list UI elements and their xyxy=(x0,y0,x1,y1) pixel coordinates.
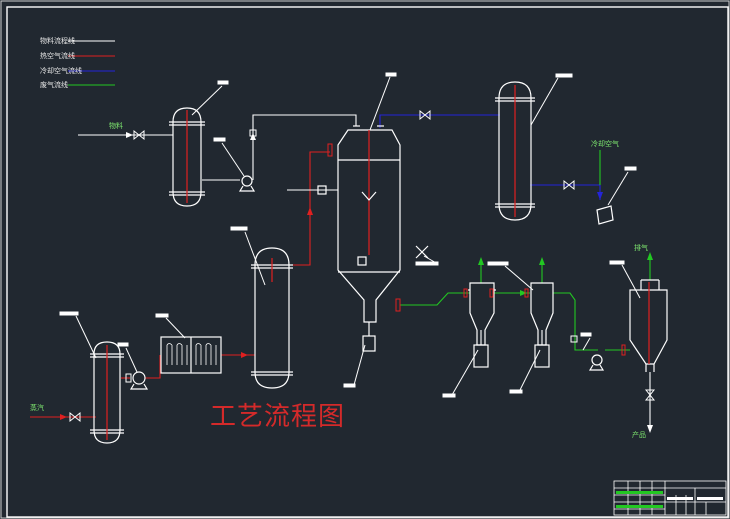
leader-dryer-bottom xyxy=(353,344,366,386)
leader-cooling-column xyxy=(530,77,559,126)
tag-feed-pump xyxy=(213,137,226,142)
cooling-filter-unit xyxy=(596,205,614,225)
steam-arrow xyxy=(60,414,67,420)
tag-cooling-filter xyxy=(624,166,637,171)
tag-dryer xyxy=(385,72,397,77)
filter-air-arrow xyxy=(597,192,603,200)
tag-fan xyxy=(580,332,592,337)
tag-atomizer xyxy=(415,261,439,266)
leader-cyclone2 xyxy=(504,265,534,291)
tag-dryer-bottom xyxy=(343,383,356,388)
inner-border xyxy=(6,6,729,518)
feed-label: 物料 xyxy=(109,122,123,130)
tag-cyclone2 xyxy=(487,261,509,266)
cyclone2-exhaust-arrow xyxy=(539,257,545,265)
cooling-air-pipe-1 xyxy=(379,114,500,128)
legend-label-cooling-air: 冷却空气流线 xyxy=(40,67,82,75)
tag-blower xyxy=(117,342,129,347)
tag-collector xyxy=(609,260,625,265)
cooling-outlet-valve xyxy=(563,179,575,191)
leader-feed-pump xyxy=(221,142,245,177)
tag-air-filter xyxy=(155,313,169,318)
fan-fitting xyxy=(570,335,578,343)
hot-air-up-arrow xyxy=(307,207,313,215)
tag-air-heater xyxy=(230,226,248,231)
leader-preheater xyxy=(191,85,223,116)
spray-dryer xyxy=(317,125,401,352)
cooling-column xyxy=(495,81,535,221)
leader-collector xyxy=(621,264,641,299)
legend xyxy=(68,40,115,86)
hot-air-pipe-4 xyxy=(275,151,330,266)
cyclone2-to-scrubber xyxy=(553,292,598,351)
feed-pump-riser xyxy=(252,114,357,180)
tag-steam-heater xyxy=(59,311,79,316)
feed-preheater xyxy=(169,107,205,207)
exhaust-flow-arrow xyxy=(520,290,527,296)
air-heater xyxy=(251,247,293,389)
atomizer-mark xyxy=(415,245,429,259)
cooling-air-pipe-2 xyxy=(530,184,601,200)
steam-label: 蒸汽 xyxy=(30,404,44,412)
legend-label-exhaust: 废气流线 xyxy=(40,81,68,89)
cooling-air-label: 冷却空气 xyxy=(591,140,619,148)
exhaust-fan xyxy=(588,354,605,371)
leader-air-heater xyxy=(244,231,266,286)
cyclone1-inlet-flange xyxy=(463,288,468,298)
tag-cyclone2-bottom xyxy=(509,389,523,394)
dryer-inlet-flange xyxy=(327,143,333,157)
hot-air-pipe-2 xyxy=(145,355,161,379)
tag-preheater xyxy=(217,80,229,85)
legend-label-material: 物料流程线 xyxy=(40,37,75,45)
cyclone2-inlet-flange xyxy=(524,288,529,298)
product-valve xyxy=(644,389,656,401)
leader-fan xyxy=(582,337,591,351)
feed-pipe-fitting xyxy=(249,129,257,137)
dryer-outlet-flange xyxy=(395,298,401,312)
product-collector xyxy=(629,279,668,372)
air-blower xyxy=(129,371,149,390)
cooling-air-valve xyxy=(419,109,431,121)
feed-arrow xyxy=(126,132,133,138)
blower-fitting xyxy=(125,373,132,383)
leader-steam-heater xyxy=(75,315,97,359)
feed-pump xyxy=(238,175,256,192)
leader-dryer xyxy=(369,76,391,131)
riser-fitting xyxy=(489,288,494,298)
hot-air-right-arrow xyxy=(241,352,248,358)
tag-cyclone1 xyxy=(442,393,456,398)
leader-air-filter xyxy=(165,317,186,339)
product-arrow xyxy=(647,425,653,433)
title-block xyxy=(613,480,727,516)
leader-cooling-filter xyxy=(607,171,629,206)
cyclone-1 xyxy=(468,282,496,368)
leader-cyclone2-bottom xyxy=(518,349,541,393)
product-label: 产品 xyxy=(632,431,646,439)
diagram-title: 工艺流程图 xyxy=(210,402,346,432)
cyclone1-exhaust-arrow xyxy=(478,257,484,265)
steam-valve xyxy=(69,411,81,423)
legend-label-hot-air: 热空气流线 xyxy=(40,52,75,60)
leader-blower xyxy=(125,347,138,373)
dryer-to-cyclone1 xyxy=(400,292,470,306)
scrubber-exhaust-arrow xyxy=(647,252,653,260)
leader-cyclone1 xyxy=(451,349,479,396)
collector-inlet-flange xyxy=(621,344,626,356)
cyclone-2 xyxy=(530,282,554,368)
air-filter xyxy=(160,336,222,374)
exhaust-label: 排气 xyxy=(634,244,648,252)
tag-cooling-column xyxy=(555,73,573,78)
feed-valve xyxy=(133,129,145,141)
